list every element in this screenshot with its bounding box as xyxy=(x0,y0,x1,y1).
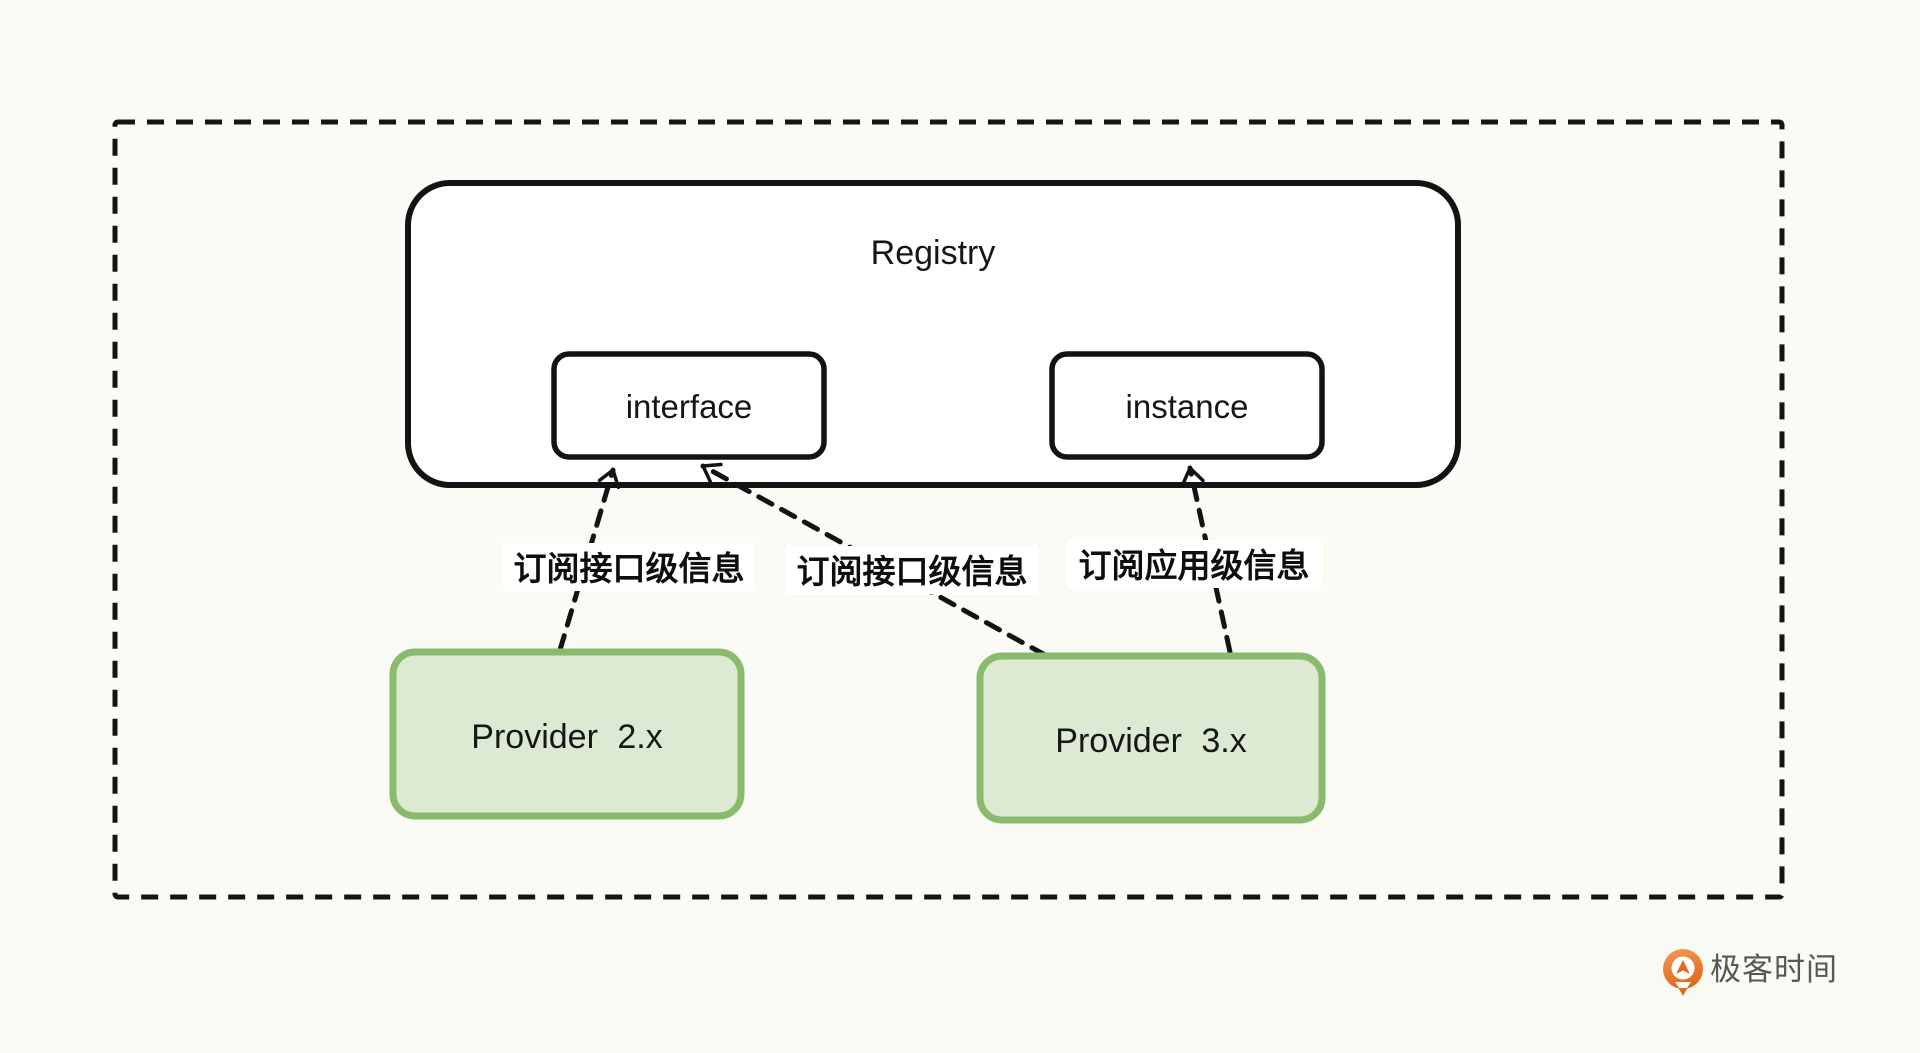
provider-3x-node: Provider 3.x xyxy=(976,652,1326,824)
geektime-logo-icon xyxy=(1663,949,1703,996)
provider-2x-label: Provider 2.x xyxy=(471,718,662,756)
instance-box xyxy=(1049,351,1325,460)
brand-footer: 极客时间 xyxy=(1663,949,1838,996)
provider-2x-node: Provider 2.x xyxy=(389,648,745,820)
instance-label: instance xyxy=(1126,388,1249,425)
provider-2x-box xyxy=(389,648,745,820)
brand-name: 极客时间 xyxy=(1710,952,1838,987)
provider-3x-box xyxy=(976,652,1326,824)
edge-label-bg-2 xyxy=(786,546,1038,594)
edge-label-bg-1 xyxy=(503,543,755,591)
edge-labels: 订阅接口级信息 订阅接口级信息 订阅应用级信息 xyxy=(503,540,1321,594)
edge-label-subscribe-interface-2: 订阅接口级信息 xyxy=(797,553,1028,590)
interface-label: interface xyxy=(626,388,753,425)
interface-box xyxy=(551,351,827,460)
interface-node: interface xyxy=(551,351,827,460)
edge-label-subscribe-interface-1: 订阅接口级信息 xyxy=(514,550,745,587)
edge-label-bg-3 xyxy=(1067,540,1321,588)
provider-3x-label: Provider 3.x xyxy=(1055,722,1246,760)
edge-label-subscribe-application: 订阅应用级信息 xyxy=(1079,547,1310,584)
instance-node: instance xyxy=(1049,351,1325,460)
registry-label: Registry xyxy=(871,234,996,272)
